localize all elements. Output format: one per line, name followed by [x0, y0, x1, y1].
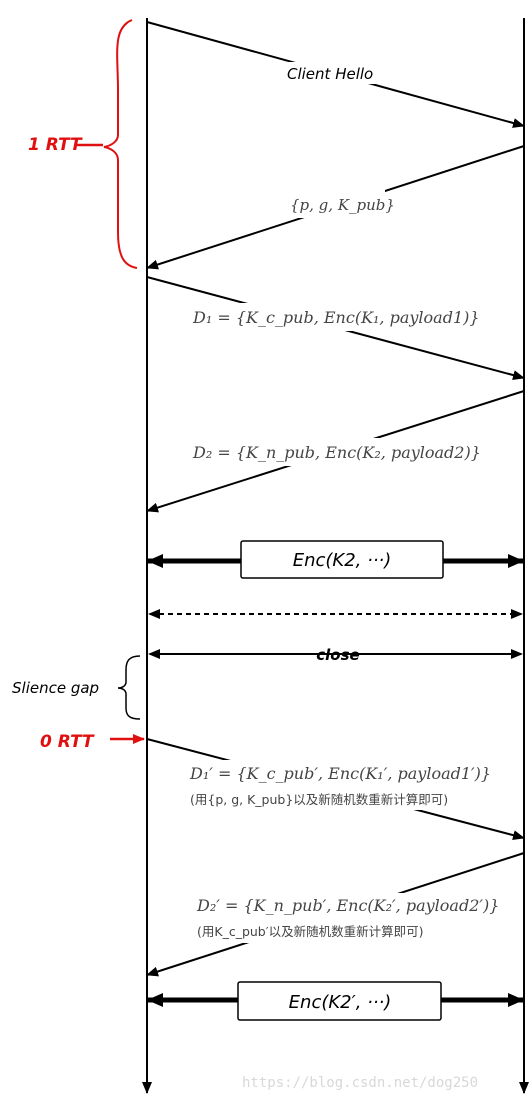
- close-right-head: [511, 649, 523, 659]
- d1-label: D₁ = {K_c_pub, Enc(K₁, payload1)}: [192, 308, 480, 327]
- d1-prime-note: (用{p, g, K_pub}以及新随机数重新计算即可): [190, 792, 448, 807]
- d2-label: D₂ = {K_n_pub, Enc(K₂, payload2)}: [192, 443, 481, 462]
- d2-prime-label: D₂′ = {K_n_pub′, Enc(K₂′, payload2′)}: [196, 896, 499, 915]
- one-rtt-brace: [103, 19, 138, 269]
- silence-gap-label: Slience gap: [12, 679, 99, 697]
- watermark-text: https://blog.csdn.net/dog250: [242, 1075, 478, 1091]
- close-left-head: [148, 649, 160, 659]
- close-label: close: [316, 646, 359, 664]
- dashed-right-head: [511, 609, 523, 619]
- server-params-label: {p, g, K_pub}: [290, 196, 395, 214]
- one-rtt-label: 1 RTT: [28, 135, 83, 155]
- enc-k2-prime-label: Enc(K2′, ···): [289, 992, 392, 1013]
- zero-rtt-label: 0 RTT: [40, 732, 95, 752]
- enc-k2-label: Enc(K2, ···): [293, 550, 392, 571]
- dashed-left-head: [148, 609, 160, 619]
- d2-prime-note: (用K_c_pub′以及新随机数重新计算即可): [197, 924, 423, 939]
- enc-k2-box: [240, 540, 444, 579]
- client-hello-label: Client Hello: [287, 65, 373, 83]
- silence-gap-brace: [117, 655, 141, 720]
- enc-k2-prime-box: [237, 981, 442, 1021]
- d1-prime-label: D₁′ = {K_c_pub′, Enc(K₁′, payload1′)}: [189, 764, 491, 783]
